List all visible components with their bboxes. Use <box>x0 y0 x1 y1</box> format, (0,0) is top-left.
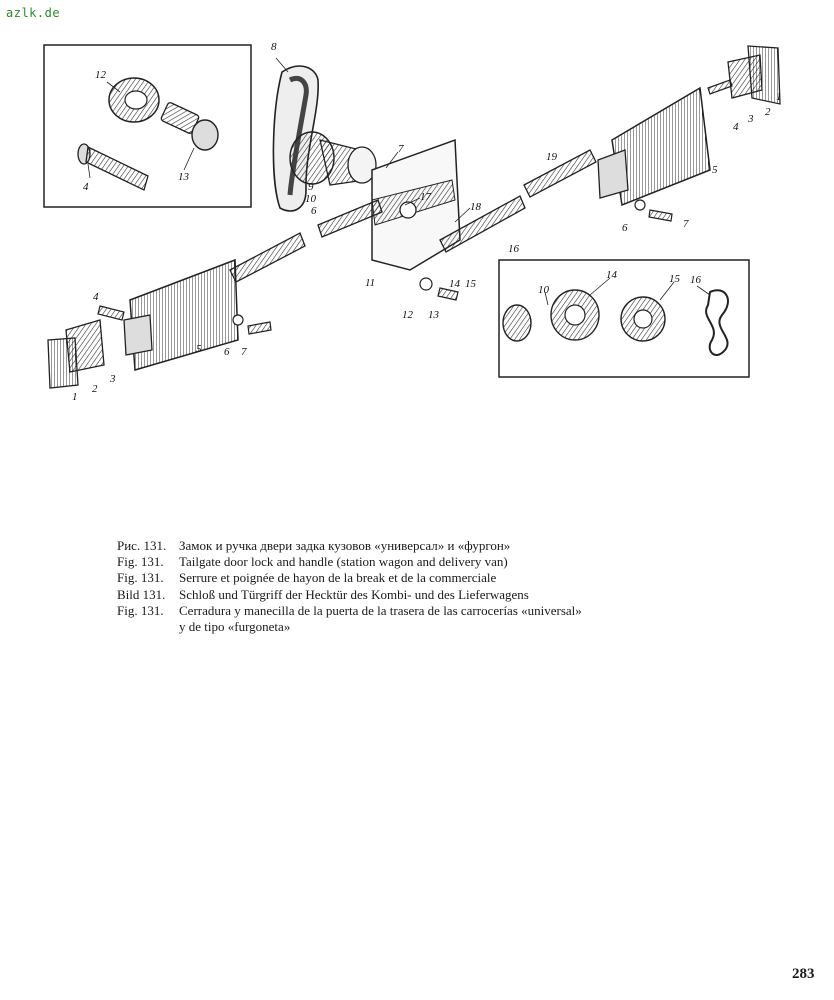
caption-label: Bild 131. <box>117 586 166 602</box>
part-13-bolt <box>160 102 219 151</box>
part-10-bushing <box>502 304 532 342</box>
label-2-left: 2 <box>92 383 98 395</box>
leader-lines <box>87 57 711 306</box>
label-3-left: 3 <box>109 373 116 385</box>
label-5-right: 5 <box>712 164 718 176</box>
caption-text: Tailgate door lock and handle (station w… <box>179 554 508 570</box>
label-7-center: 7 <box>398 143 404 155</box>
label-15-inset: 15 <box>669 273 681 285</box>
label-16-center: 16 <box>508 243 520 255</box>
label-6-right: 6 <box>622 222 628 234</box>
part-19-rod <box>523 149 597 198</box>
label-6-left: 6 <box>224 346 230 358</box>
label-13-inset: 13 <box>178 171 190 183</box>
caption-text: Cerradura y manecilla de la puerta de la… <box>179 602 582 618</box>
label-10: 10 <box>305 193 317 205</box>
label-4-left: 4 <box>93 291 99 303</box>
part-6-7-washer-screw-right <box>634 199 673 222</box>
label-6-center: 6 <box>311 205 317 217</box>
part-4-long-screw <box>77 143 149 191</box>
label-18: 18 <box>470 201 482 213</box>
part-5-lock-body-left <box>123 258 239 371</box>
caption-label: Fig. 131. <box>117 602 164 618</box>
part-9-spindle <box>319 139 377 186</box>
caption-line-es: Fig. 131. Cerradura y manecilla de la pu… <box>117 603 757 619</box>
site-watermark: azlk.de <box>6 6 61 20</box>
caption-label: Рис. 131. <box>117 538 167 553</box>
label-10-inset: 10 <box>538 284 550 296</box>
label-3-right: 3 <box>747 113 754 125</box>
label-19: 19 <box>546 151 558 163</box>
part-4-screw-left <box>97 305 125 321</box>
label-15-center: 15 <box>465 278 477 290</box>
label-8: 8 <box>271 41 277 53</box>
part-6-7-washer-screw-left <box>232 314 272 335</box>
label-14-center: 14 <box>449 278 461 290</box>
label-4-inset: 4 <box>83 181 89 193</box>
part-16-spring-clip <box>705 289 729 356</box>
label-1-left: 1 <box>72 391 78 403</box>
label-12-inset: 12 <box>95 69 107 81</box>
part-11-bracket <box>371 138 461 271</box>
part-8-handle <box>272 65 335 212</box>
part-5-lock-body-right <box>597 86 711 207</box>
label-1-right: 1 <box>776 91 782 103</box>
label-4-right: 4 <box>733 121 739 133</box>
caption-line-ru: Рис. 131. Замок и ручка двери задка кузо… <box>117 538 757 554</box>
label-7-left: 7 <box>241 346 247 358</box>
caption-line-fr: Fig. 131. Serrure et poignée de hayon de… <box>117 570 757 586</box>
part-12-toothed-washer <box>108 77 160 123</box>
label-12-center: 12 <box>402 309 414 321</box>
part-18-rod <box>439 195 526 253</box>
label-14-inset: 14 <box>606 269 618 281</box>
part-1-2-3-latch-left <box>47 319 105 389</box>
figure-caption: Рис. 131. Замок и ручка двери задка кузо… <box>117 538 757 635</box>
label-11: 11 <box>365 277 375 289</box>
label-16-inset: 16 <box>690 274 702 286</box>
caption-text: Schloß und Türgriff der Hecktür des Komb… <box>179 586 529 602</box>
part-15-washer <box>620 296 666 342</box>
exploded-view-illustration: 12 13 4 8 7 9 10 6 17 18 19 11 14 15 16 … <box>0 0 834 430</box>
caption-line-en: Fig. 131. Tailgate door lock and handle … <box>117 554 757 570</box>
detail-inset-top-left <box>43 44 252 208</box>
label-5-left: 5 <box>196 343 202 355</box>
part-4-screw-right <box>707 79 733 95</box>
detail-inset-bottom-right <box>498 259 750 378</box>
page-number: 283 <box>792 966 815 982</box>
caption-text: Замок и ручка двери задка кузовов «униве… <box>179 538 511 553</box>
label-17: 17 <box>420 191 432 203</box>
caption-text: Serrure et poignée de hayon de la break … <box>179 570 497 586</box>
part-14-cam <box>550 289 600 341</box>
label-9: 9 <box>308 181 314 193</box>
label-2-right: 2 <box>765 106 771 118</box>
lock-handle-drawing: 12 13 4 8 7 9 10 6 17 18 19 11 14 15 16 … <box>43 41 782 403</box>
caption-line-es-continuation: y de tipo «furgoneta» <box>179 619 291 635</box>
label-7-right: 7 <box>683 218 689 230</box>
caption-label: Fig. 131. <box>117 554 164 570</box>
part-1-2-3-latch-right <box>727 45 781 105</box>
left-connecting-rod <box>229 199 383 283</box>
caption-label: Fig. 131. <box>117 570 164 586</box>
label-13-center: 13 <box>428 309 440 321</box>
caption-line-de: Bild 131. Schloß und Türgriff der Hecktü… <box>117 587 757 603</box>
part-12-13-below-bracket <box>419 277 459 301</box>
